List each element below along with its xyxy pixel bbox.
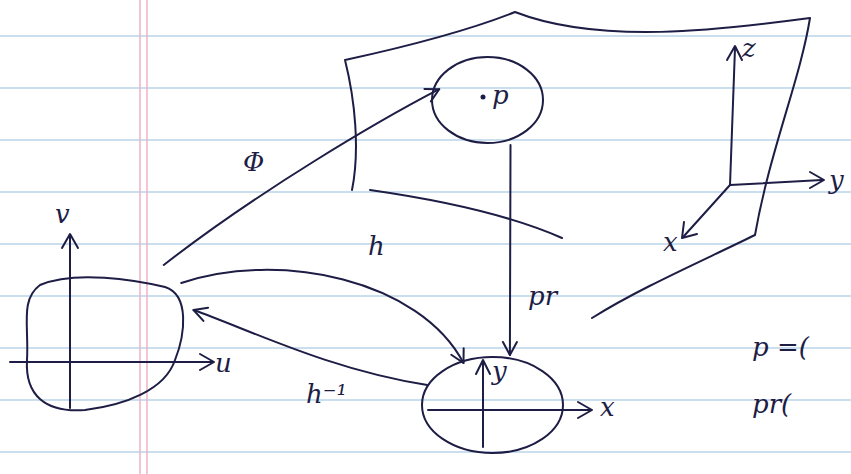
domain-region: vu: [15, 265, 190, 415]
neighborhood-circle: p: [430, 55, 545, 145]
arrow-head: [194, 308, 209, 321]
node-outline: [15, 265, 190, 415]
node-label: y: [492, 357, 507, 386]
outline-path: [422, 357, 563, 453]
edge-label: Φ: [243, 148, 264, 177]
arrow-head: [503, 342, 517, 355]
point-dot: [481, 95, 486, 100]
inverse-map-arrow: [194, 310, 428, 385]
axis-label: x: [663, 228, 678, 257]
node-label: v: [55, 200, 70, 229]
node-label: u: [215, 349, 232, 378]
axis-label: y: [829, 166, 844, 195]
xyz-axes: [682, 46, 824, 238]
map-arrow: [164, 89, 439, 265]
margin-lines: [140, 0, 147, 474]
outline-path: [27, 277, 184, 410]
node-outline: [430, 55, 545, 145]
projection-disk: yx: [420, 355, 565, 455]
node-label: p: [492, 81, 509, 110]
node-label: x: [600, 393, 615, 422]
outline-path: [432, 57, 543, 143]
axis-label: z: [742, 34, 756, 63]
edge-label: h⁻¹: [306, 380, 347, 409]
xy-axes: [428, 360, 592, 447]
note-text: p =(: [752, 333, 809, 362]
edge-label: h: [368, 232, 385, 261]
edge-label: pr: [528, 282, 557, 311]
note-text: pr(: [752, 390, 791, 419]
ruled-lines: [0, 36, 851, 452]
surface-outline: [345, 12, 810, 318]
projection-arrow: [509, 145, 512, 355]
